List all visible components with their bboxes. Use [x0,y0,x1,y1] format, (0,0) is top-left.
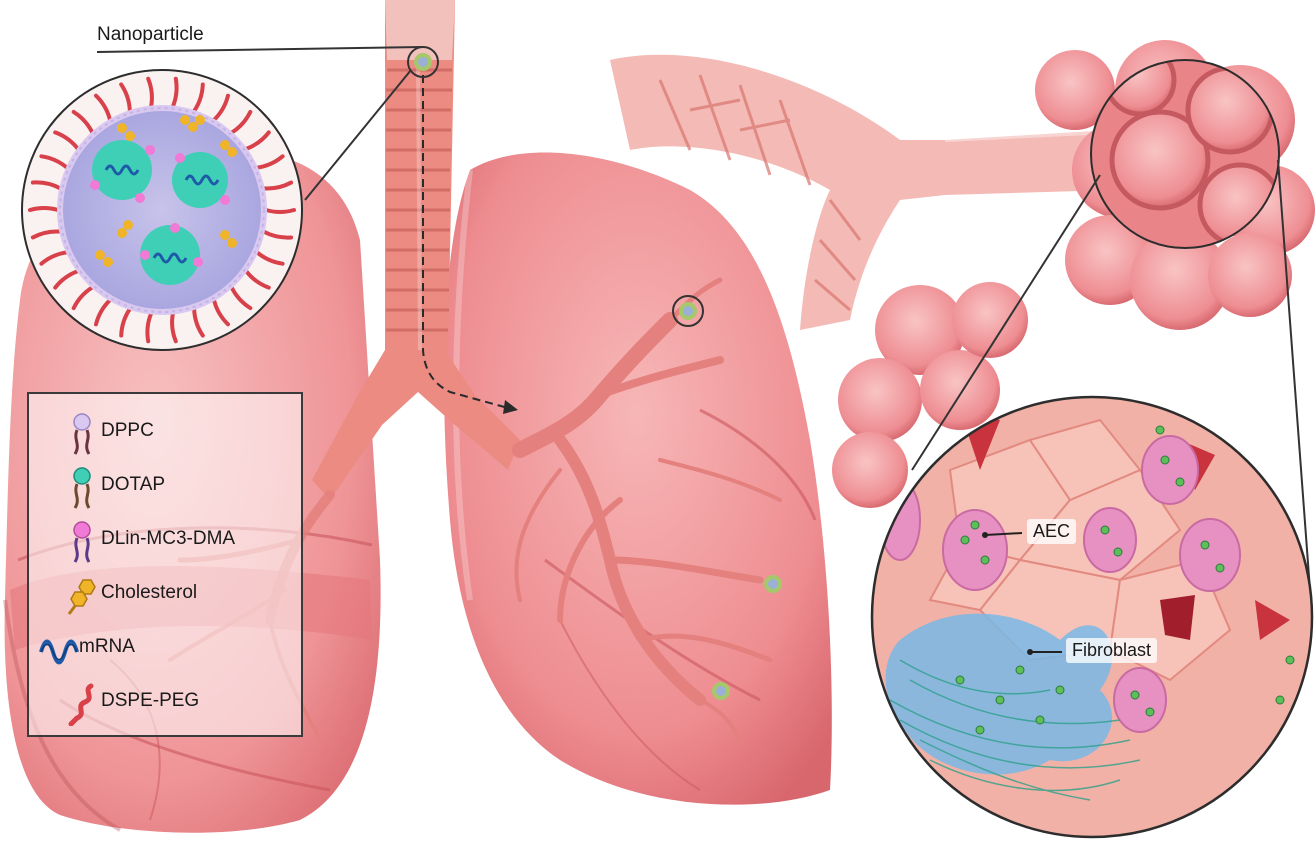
legend-label: DPPC [101,420,154,442]
legend-item-dspe-peg: DSPE-PEG [29,678,301,728]
fibroblast-label: Fibroblast [1066,638,1157,663]
dspe-peg-icon [61,682,103,726]
nanoparticle-label: Nanoparticle [97,24,204,46]
mrna-icon [37,628,81,672]
legend-label: DSPE-PEG [101,690,199,712]
legend-item-mrna: mRNA [29,624,301,674]
legend-item-dlin-mc3-dma: DLin-MC3-DMA [29,516,301,566]
legend-label: DOTAP [101,474,165,496]
legend: DPPC DOTAP DLin-MC3-DMA Cholesterol mRN [27,392,303,737]
right-lung [444,153,832,805]
alveolus-zoom [870,395,1316,845]
legend-label: DLin-MC3-DMA [101,528,235,550]
cholesterol-icon [61,574,103,618]
dppc-lipid-icon [61,412,103,456]
legend-item-dppc: DPPC [29,408,301,458]
nanoparticle-zoom [22,70,302,350]
aec-label: AEC [1027,519,1076,544]
dlin-mc3-dma-lipid-icon [61,520,103,564]
legend-item-dotap: DOTAP [29,462,301,512]
peg-chain [30,208,58,210]
legend-label: Cholesterol [101,582,197,604]
dotap-lipid-icon [61,466,103,510]
peg-chain [266,210,294,212]
legend-label: mRNA [79,636,135,658]
legend-item-cholesterol: Cholesterol [29,570,301,620]
alveoli-cluster-upper [1035,40,1315,330]
